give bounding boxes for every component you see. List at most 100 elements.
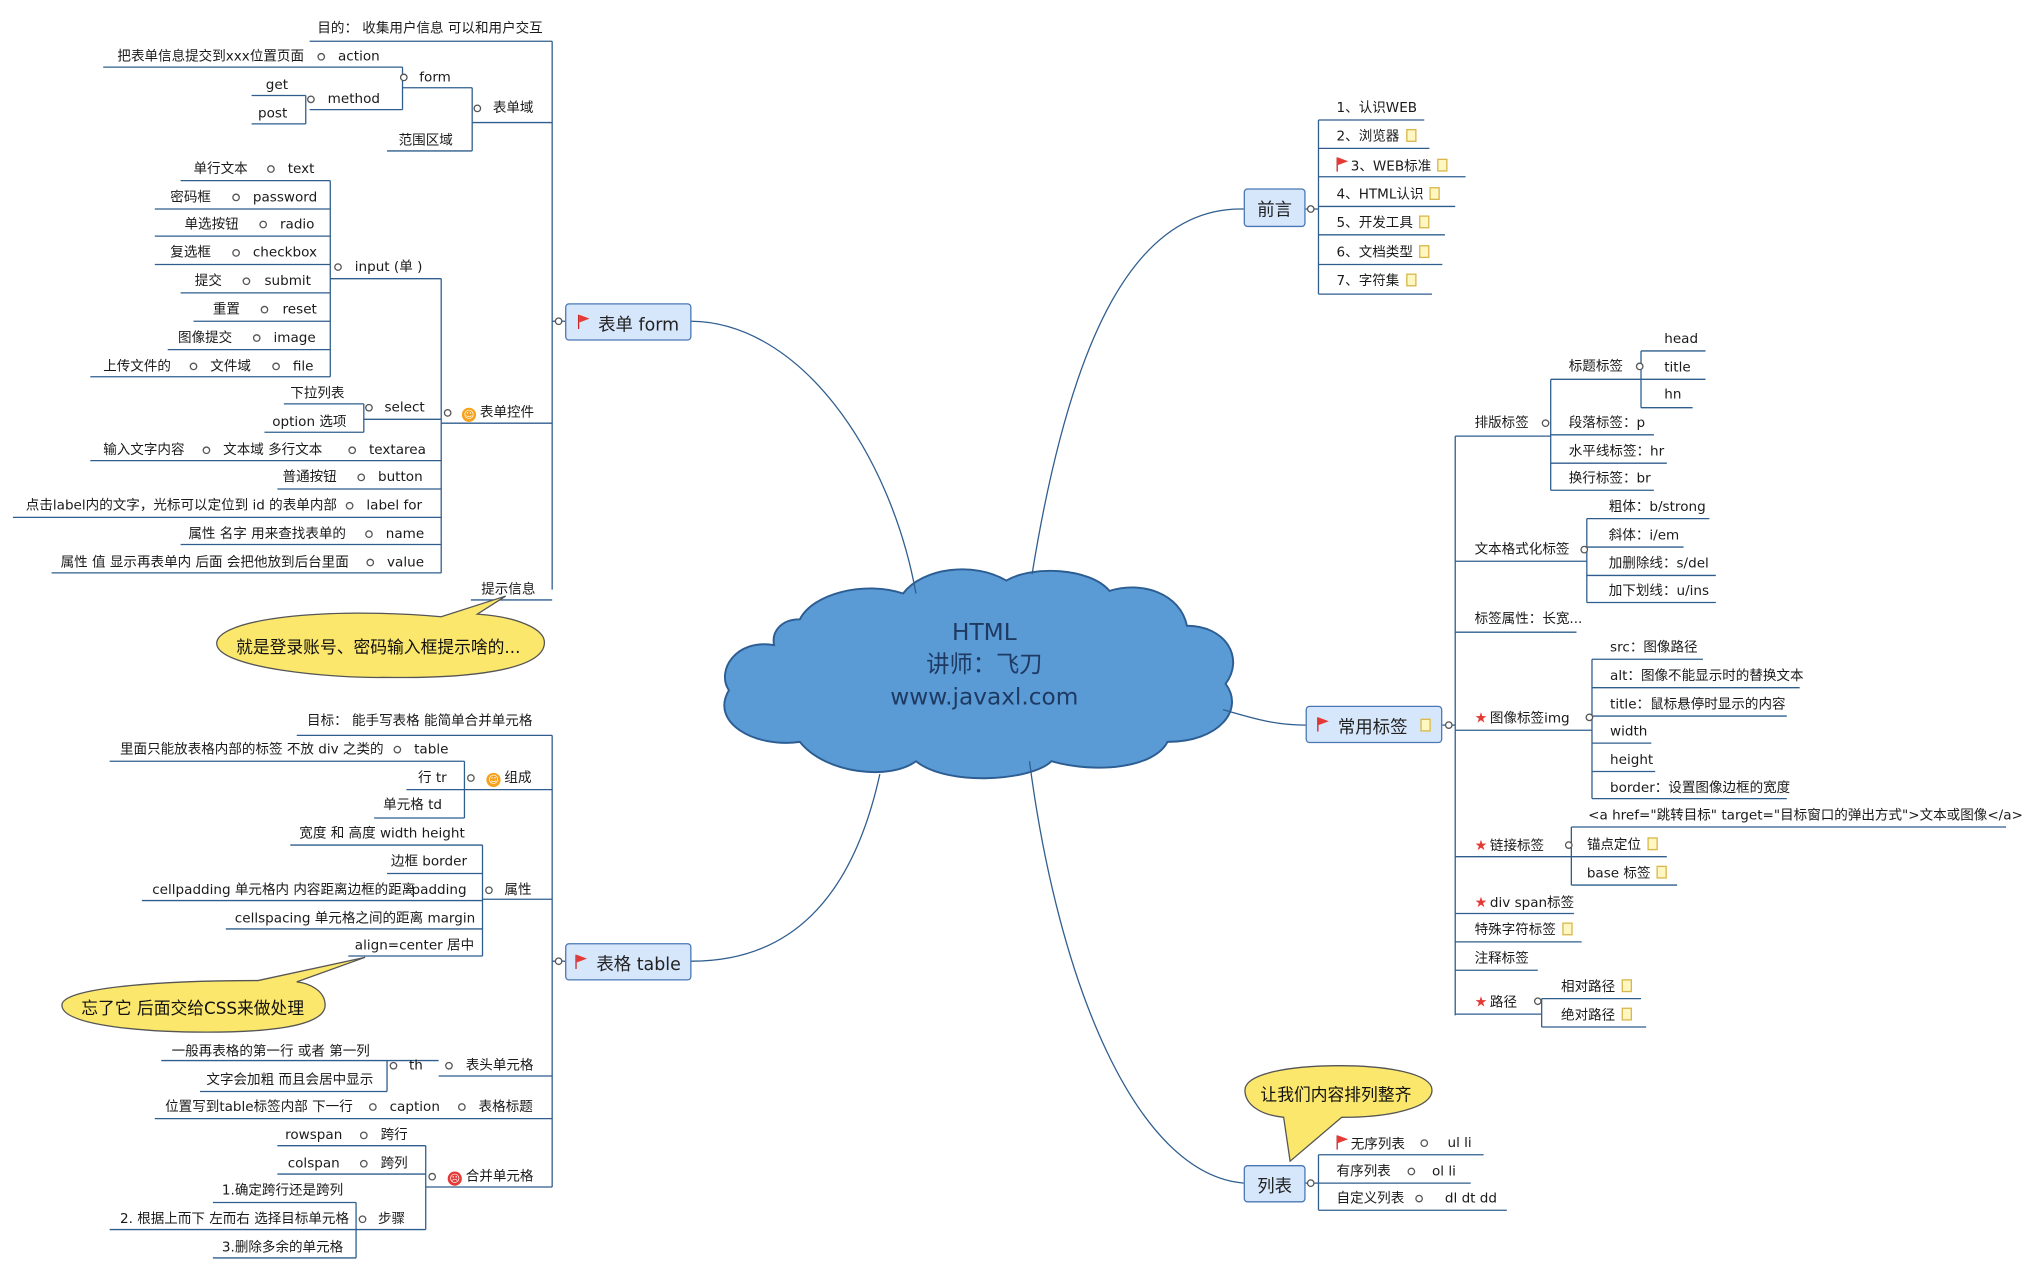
special-tag[interactable]: 特殊字符标签 bbox=[1475, 922, 1573, 939]
merge-node[interactable]: ☹合并单元格 bbox=[447, 1169, 533, 1186]
input-type[interactable]: image bbox=[273, 330, 316, 346]
collapse-icon[interactable] bbox=[428, 1172, 437, 1181]
collapse-icon[interactable] bbox=[242, 277, 251, 286]
caption-label[interactable]: 表格标题 bbox=[478, 1099, 533, 1115]
name-attr[interactable]: name bbox=[385, 526, 425, 542]
collapse-icon[interactable] bbox=[1585, 713, 1594, 722]
collapse-icon[interactable] bbox=[358, 1215, 367, 1224]
input-tag[interactable]: input (单 ) bbox=[354, 259, 423, 275]
link-tags[interactable]: ★链接标签 bbox=[1475, 837, 1545, 855]
collapse-icon[interactable] bbox=[1533, 997, 1542, 1006]
th-label[interactable]: 表头单元格 bbox=[465, 1057, 534, 1074]
branch-form[interactable]: 表单 form bbox=[565, 303, 692, 341]
list-item[interactable]: 自定义列表 bbox=[1336, 1190, 1405, 1207]
input-type[interactable]: text bbox=[287, 161, 315, 177]
collapse-icon[interactable] bbox=[202, 446, 211, 455]
tr-tag[interactable]: 行 tr bbox=[417, 770, 447, 786]
form-tag[interactable]: form bbox=[419, 69, 451, 86]
collapse-icon[interactable] bbox=[267, 165, 275, 173]
label-tag[interactable]: label for bbox=[366, 498, 423, 514]
collapse-icon[interactable] bbox=[259, 220, 268, 229]
img-tags[interactable]: ★图像标签img bbox=[1475, 710, 1570, 728]
branch-list[interactable]: 列表 bbox=[1243, 1165, 1306, 1203]
collapse-icon[interactable] bbox=[473, 104, 482, 113]
list-item[interactable]: 有序列表 bbox=[1336, 1163, 1391, 1180]
form-controls[interactable]: ☺表单控件 bbox=[461, 405, 534, 422]
preface-item[interactable]: 3、WEB标准 bbox=[1336, 157, 1449, 175]
collapse-icon[interactable] bbox=[1415, 1194, 1423, 1203]
input-type[interactable]: radio bbox=[279, 216, 315, 233]
input-type[interactable]: password bbox=[252, 189, 318, 206]
input-type[interactable]: file bbox=[292, 358, 314, 375]
input-type[interactable]: reset bbox=[282, 301, 317, 318]
collapse-icon[interactable] bbox=[1420, 1139, 1429, 1147]
value-attr[interactable]: value bbox=[387, 554, 425, 571]
collapse-icon[interactable] bbox=[389, 1061, 398, 1070]
collapse-icon[interactable] bbox=[393, 745, 402, 754]
button-tag[interactable]: button bbox=[377, 469, 423, 486]
table-tag[interactable]: table bbox=[414, 741, 449, 758]
input-type[interactable]: checkbox bbox=[252, 245, 318, 261]
method-attr[interactable]: method bbox=[327, 91, 381, 108]
collapse-icon[interactable] bbox=[485, 886, 493, 895]
table-attr[interactable]: 属性 bbox=[504, 882, 532, 898]
collapse-icon[interactable] bbox=[467, 774, 475, 782]
steps-node[interactable]: 步骤 bbox=[377, 1211, 406, 1227]
collapse-icon[interactable] bbox=[334, 263, 342, 271]
collapse-icon[interactable] bbox=[348, 446, 357, 455]
td-tag[interactable]: 单元格 td bbox=[383, 797, 443, 813]
method-get[interactable]: get bbox=[265, 77, 289, 93]
collapse-icon[interactable] bbox=[1635, 362, 1644, 371]
branch-common[interactable]: 常用标签 bbox=[1305, 705, 1443, 744]
collapse-icon[interactable] bbox=[1407, 1167, 1416, 1176]
attrs-tag[interactable]: 标签属性：长宽... bbox=[1474, 611, 1583, 628]
collapse-icon[interactable] bbox=[368, 1103, 377, 1111]
collapse-icon[interactable] bbox=[189, 362, 198, 371]
collapse-icon[interactable] bbox=[457, 1103, 466, 1111]
th-tag[interactable]: th bbox=[408, 1057, 423, 1074]
collapse-icon[interactable] bbox=[554, 957, 563, 966]
collapse-icon[interactable] bbox=[359, 1159, 368, 1168]
divspan-tag[interactable]: ★div span标签 bbox=[1475, 894, 1575, 912]
collapse-icon[interactable] bbox=[307, 95, 315, 104]
collapse-icon[interactable] bbox=[1444, 721, 1453, 729]
collapse-icon[interactable] bbox=[443, 408, 452, 417]
comment-tag[interactable]: 注释标签 bbox=[1474, 950, 1529, 967]
collapse-icon[interactable] bbox=[359, 1131, 368, 1140]
collapse-icon[interactable] bbox=[365, 530, 373, 539]
preface-item[interactable]: 6、文档类型 bbox=[1337, 245, 1430, 262]
collapse-icon[interactable] bbox=[272, 362, 280, 371]
collapse-icon[interactable] bbox=[365, 403, 373, 412]
preface-item[interactable]: 2、浏览器 bbox=[1337, 129, 1417, 146]
list-item[interactable]: 无序列表 bbox=[1336, 1135, 1405, 1153]
form-scope[interactable]: 范围区域 bbox=[398, 132, 453, 149]
caption-tag[interactable]: caption bbox=[389, 1099, 440, 1115]
branch-preface[interactable]: 前言 bbox=[1243, 188, 1306, 228]
branch-table[interactable]: 表格 table bbox=[565, 943, 692, 981]
table-compose[interactable]: ☺组成 bbox=[486, 770, 532, 788]
preface-item[interactable]: 5、开发工具 bbox=[1337, 215, 1430, 232]
collapse-icon[interactable] bbox=[252, 334, 261, 342]
center-topic[interactable]: HTML 讲师：飞刀 www.javaxl.com bbox=[826, 617, 1143, 714]
path-node[interactable]: ★路径 bbox=[1475, 993, 1517, 1011]
collapse-icon[interactable] bbox=[232, 193, 240, 202]
collapse-icon[interactable] bbox=[554, 317, 563, 326]
collapse-icon[interactable] bbox=[1306, 205, 1315, 213]
preface-item[interactable]: 1、认识WEB bbox=[1336, 100, 1418, 117]
preface-item[interactable]: 4、HTML认识 bbox=[1337, 187, 1441, 204]
format-tags[interactable]: 文本格式化标签 bbox=[1474, 541, 1570, 558]
collapse-icon[interactable] bbox=[1580, 545, 1589, 554]
heading-tags[interactable]: 标题标签 bbox=[1568, 358, 1623, 375]
input-type[interactable]: submit bbox=[264, 273, 311, 290]
preface-item[interactable]: 7、字符集 bbox=[1337, 273, 1417, 291]
select-tag[interactable]: select bbox=[384, 399, 425, 416]
textarea-tag[interactable]: textarea bbox=[368, 442, 426, 459]
action-attr[interactable]: action bbox=[338, 49, 380, 65]
collapse-icon[interactable] bbox=[232, 249, 240, 257]
method-post[interactable]: post bbox=[258, 105, 288, 122]
collapse-icon[interactable] bbox=[366, 558, 375, 567]
layout-tags[interactable]: 排版标签 bbox=[1474, 415, 1529, 431]
collapse-icon[interactable] bbox=[1541, 419, 1550, 428]
collapse-icon[interactable] bbox=[399, 73, 408, 82]
hint-node[interactable]: 提示信息 bbox=[481, 581, 536, 598]
